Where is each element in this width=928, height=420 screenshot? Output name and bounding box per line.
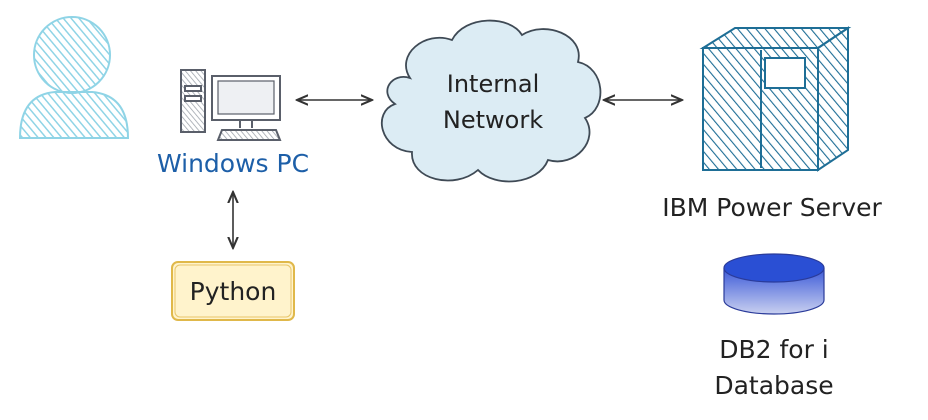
server-label: IBM Power Server — [662, 193, 882, 222]
server-tower-icon — [699, 26, 852, 172]
desktop-computer-icon — [180, 69, 282, 141]
windows-pc-label: Windows PC — [157, 149, 309, 178]
network-label-line2: Network — [443, 106, 543, 134]
network-label-line1: Internal — [447, 70, 540, 98]
user-icon — [18, 16, 130, 139]
cloud-icon — [380, 19, 602, 183]
database-label-line1: DB2 for i — [719, 335, 829, 364]
database-cylinder-icon — [723, 253, 825, 315]
database-label-line2: Database — [714, 371, 833, 400]
python-box — [171, 261, 295, 321]
python-label: Python — [190, 277, 277, 306]
